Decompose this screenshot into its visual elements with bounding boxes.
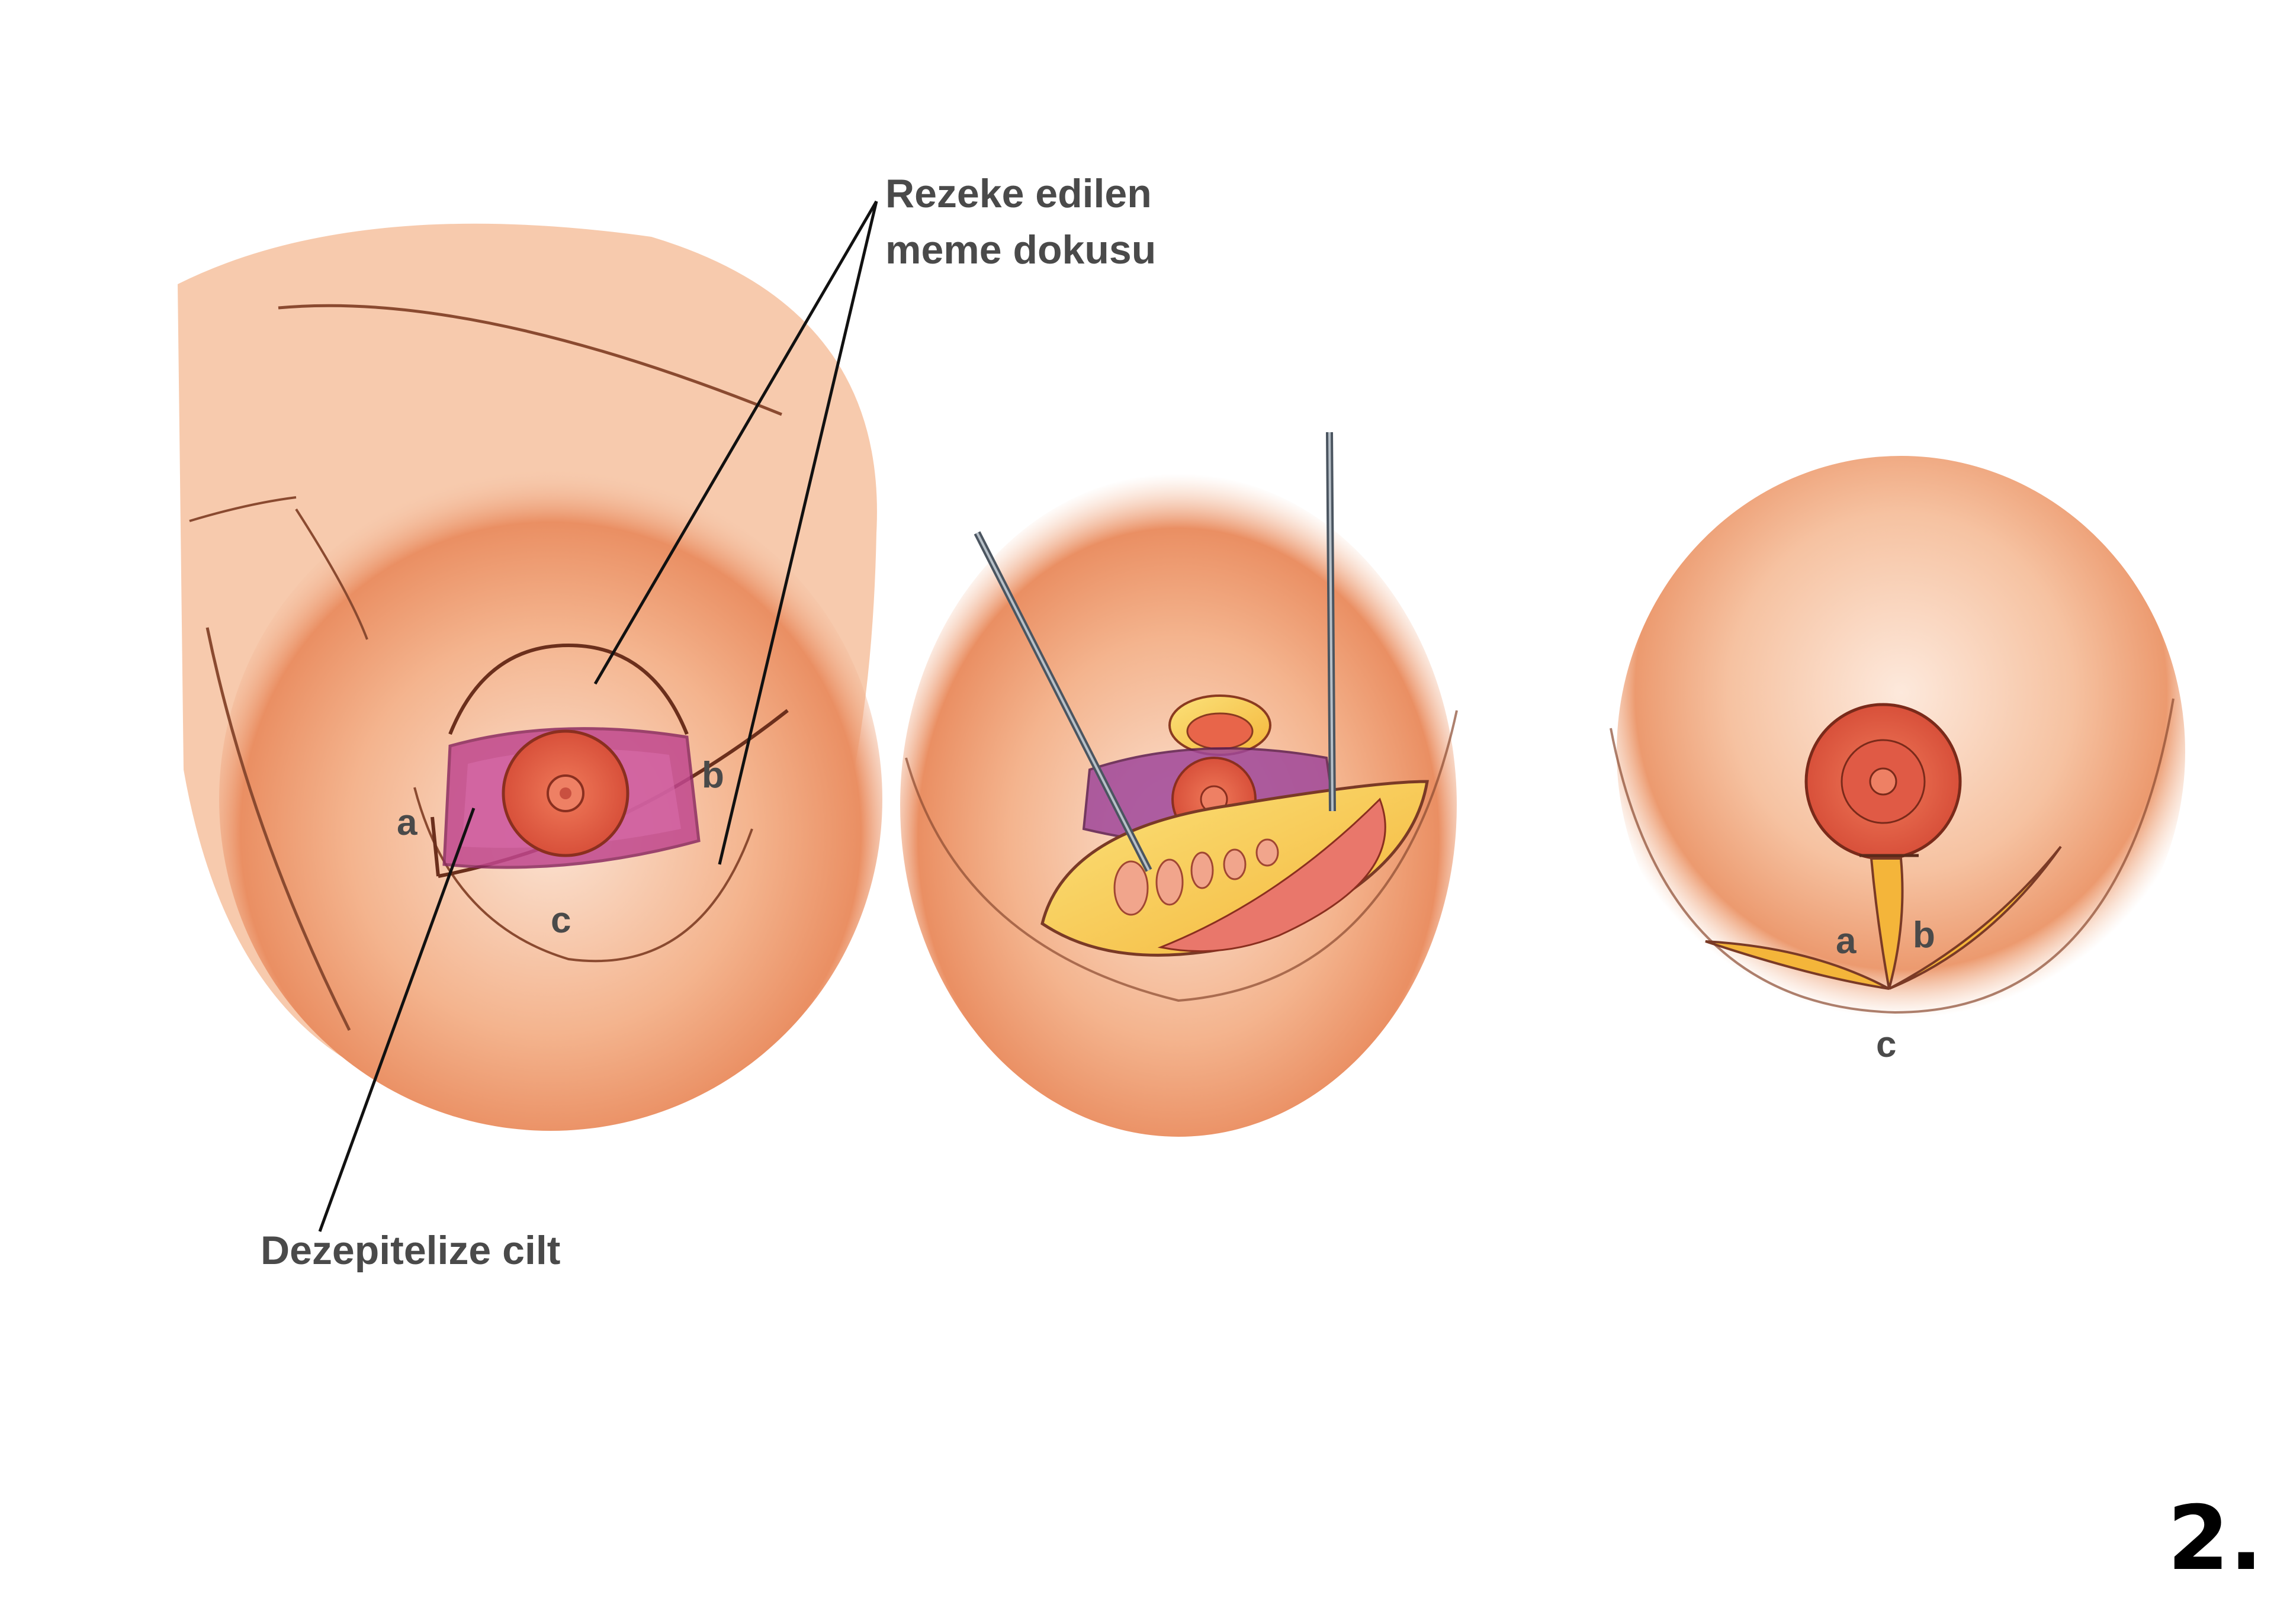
panel3-point-c: c bbox=[1876, 1024, 1896, 1065]
panel1-point-b: b bbox=[702, 755, 724, 796]
panel1-point-a: a bbox=[397, 802, 417, 843]
label-resected-tissue-line1: Rezeke edilen bbox=[885, 171, 1152, 216]
panel-3-breast bbox=[1610, 456, 2185, 1048]
closure-vertical bbox=[1870, 857, 1904, 989]
closure-right bbox=[1888, 845, 2062, 990]
panel3-point-a: a bbox=[1836, 921, 1857, 961]
label-deepithelized-skin: Dezepitelize cilt bbox=[261, 1228, 560, 1273]
fat-lobules bbox=[1113, 838, 1279, 916]
panel1-point-c: c bbox=[551, 900, 571, 941]
panel3-point-b: b bbox=[1913, 915, 1935, 956]
panel-2-breast bbox=[900, 432, 1458, 1137]
figure-number: 2. bbox=[2167, 1487, 2263, 1590]
panel-1-breast bbox=[178, 223, 882, 1131]
pointer-lines bbox=[318, 200, 878, 1232]
label-resected-tissue-line2: meme dokusu bbox=[885, 227, 1156, 272]
